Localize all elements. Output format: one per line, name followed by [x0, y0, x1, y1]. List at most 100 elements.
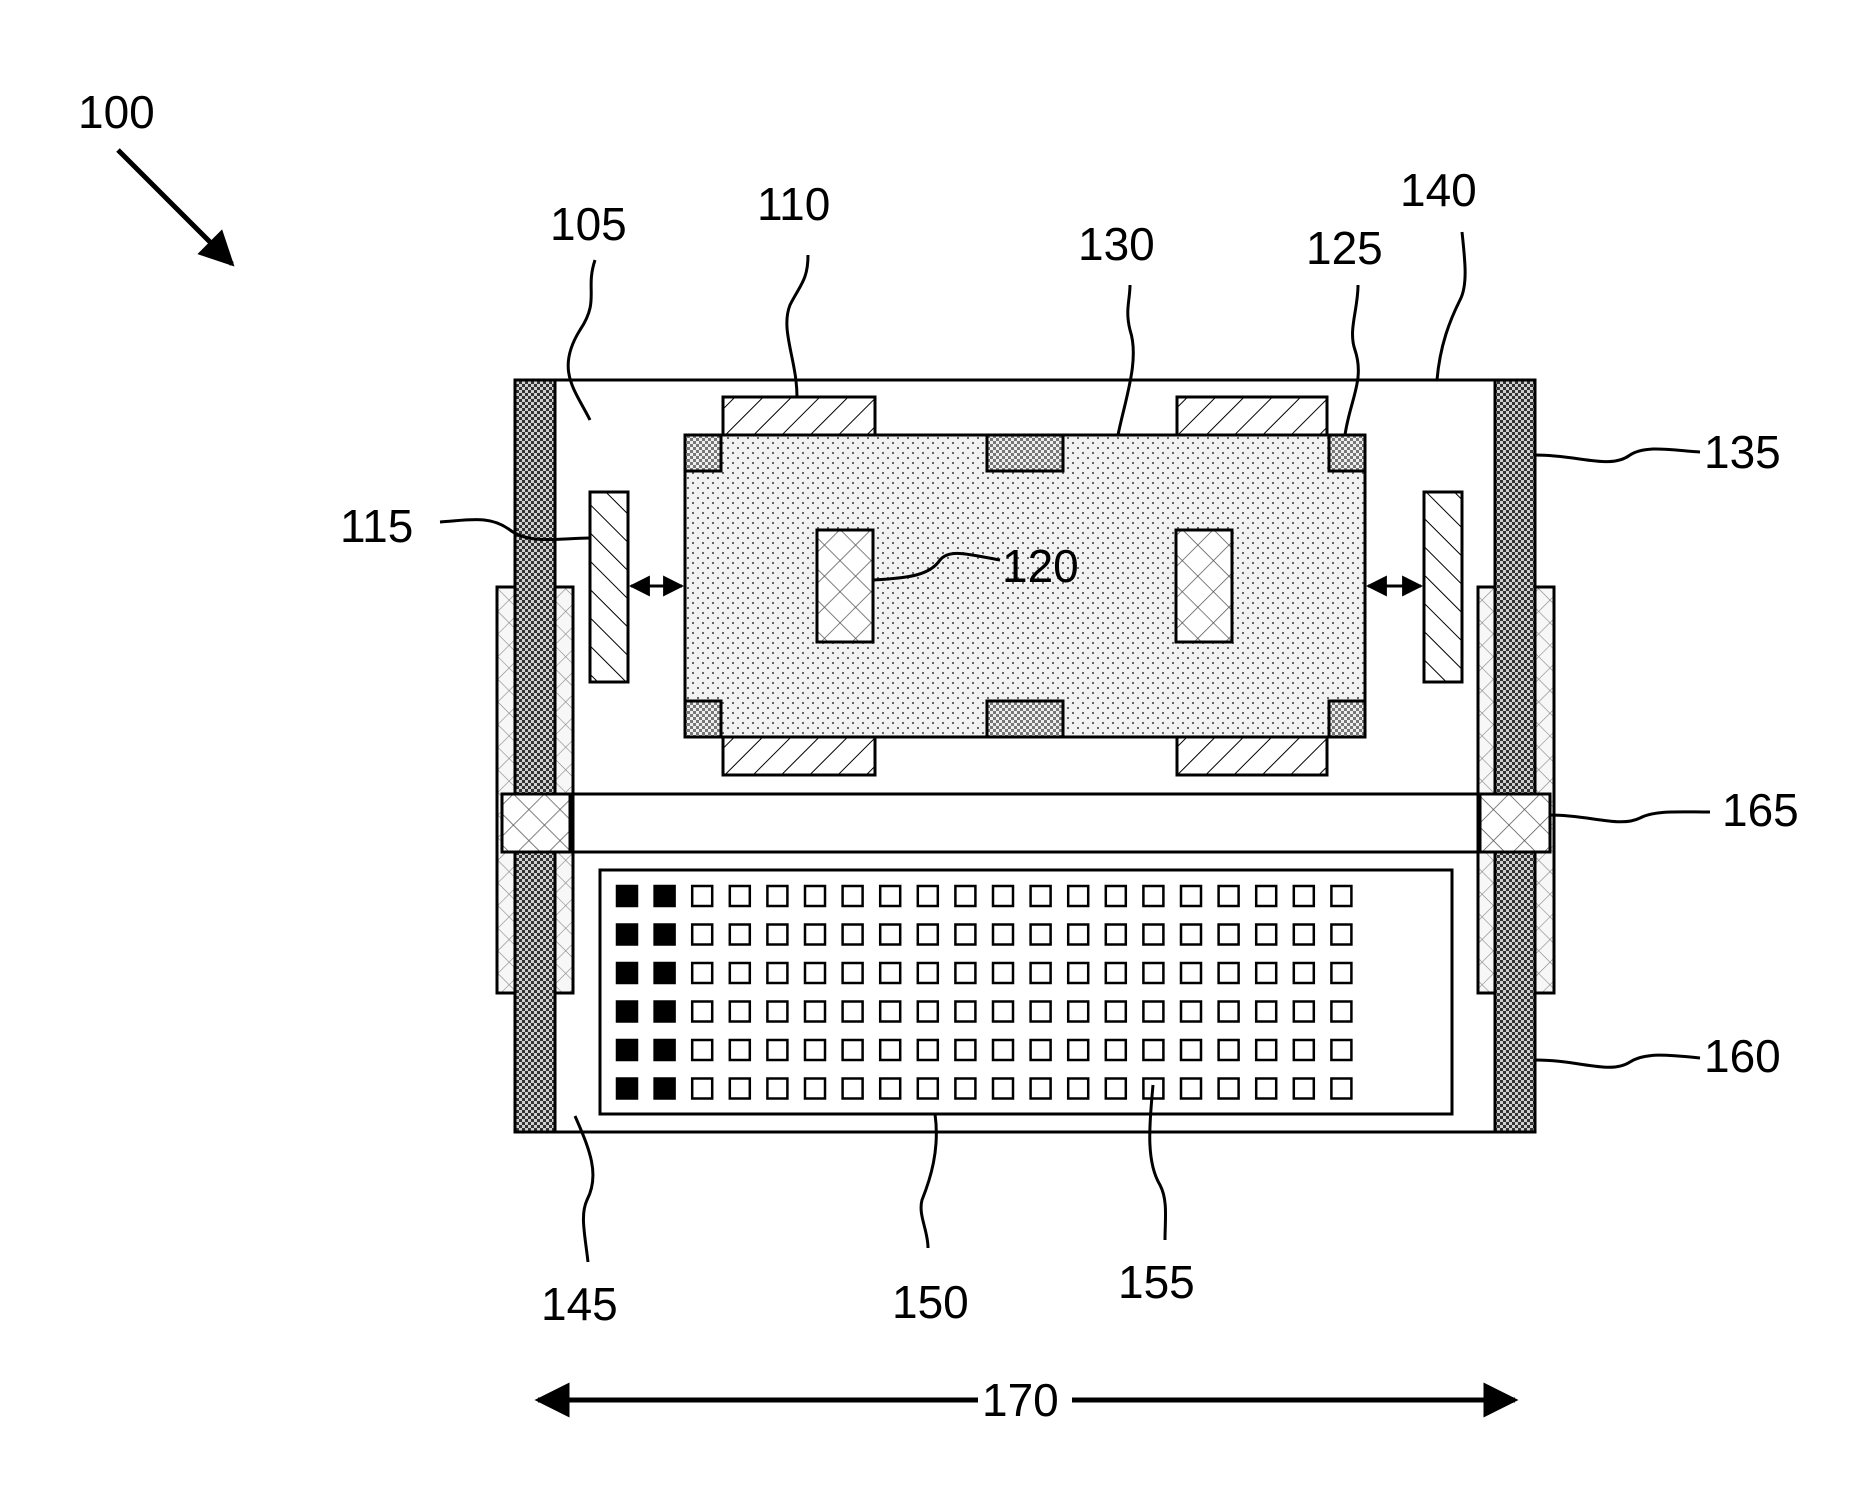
array-cell	[1143, 925, 1163, 945]
anchor-tr	[1329, 435, 1365, 471]
array-cell	[1331, 963, 1351, 983]
array-cell	[1219, 925, 1239, 945]
array-cell	[730, 1040, 750, 1060]
array-cell	[805, 925, 825, 945]
label-155: 155	[1118, 1256, 1195, 1308]
array-cell	[805, 1040, 825, 1060]
array-cell	[1068, 925, 1088, 945]
array-cell	[767, 925, 787, 945]
array-cell	[1143, 1002, 1163, 1022]
rail-left-lower	[515, 852, 555, 1132]
figure-pointer-arrow	[118, 150, 232, 264]
leader-165	[1550, 812, 1710, 822]
array-cell	[880, 1002, 900, 1022]
array-cell	[993, 925, 1013, 945]
array-cell	[1294, 886, 1314, 906]
label-130: 130	[1078, 218, 1155, 270]
array-cell	[880, 925, 900, 945]
array-cell	[955, 1079, 975, 1099]
array-cell	[993, 1002, 1013, 1022]
array-cell	[1031, 1079, 1051, 1099]
array-cell	[1256, 886, 1276, 906]
array-cell	[767, 1079, 787, 1099]
array-cell	[918, 886, 938, 906]
array-cell	[767, 1002, 787, 1022]
array-cell	[993, 1040, 1013, 1060]
electrode-right	[1176, 530, 1232, 642]
array-cell	[1031, 886, 1051, 906]
array-cell	[1256, 963, 1276, 983]
array-cell	[1331, 1002, 1351, 1022]
array-cell	[692, 1002, 712, 1022]
array-cell	[955, 1040, 975, 1060]
array-cell	[767, 1040, 787, 1060]
array-cell	[1106, 963, 1126, 983]
array-cell	[1143, 1040, 1163, 1060]
array-cell	[1219, 1079, 1239, 1099]
array-cell	[1331, 925, 1351, 945]
array-cell	[843, 1002, 863, 1022]
array-cell	[805, 963, 825, 983]
label-150: 150	[892, 1276, 969, 1328]
label-100: 100	[78, 86, 155, 138]
array-cell	[1143, 886, 1163, 906]
leader-150	[921, 1114, 936, 1248]
array-cell	[918, 1002, 938, 1022]
label-165: 165	[1722, 784, 1799, 836]
array-cell	[1256, 1079, 1276, 1099]
leader-160	[1535, 1055, 1700, 1067]
array-cell	[1068, 963, 1088, 983]
array-cell	[692, 925, 712, 945]
anchor-tl	[685, 435, 721, 471]
array-cell-filled	[655, 925, 675, 945]
array-cell	[1181, 1079, 1201, 1099]
array-frame	[600, 870, 1452, 1114]
array-cell-filled	[617, 963, 637, 983]
array-cell	[1294, 1002, 1314, 1022]
array-cell	[692, 1040, 712, 1060]
array-cell	[955, 886, 975, 906]
array-cell	[805, 1002, 825, 1022]
array-cell	[1068, 886, 1088, 906]
array-cell	[1106, 925, 1126, 945]
array-cell	[730, 925, 750, 945]
array-cell	[1294, 963, 1314, 983]
label-160: 160	[1704, 1030, 1781, 1082]
array-cell	[730, 963, 750, 983]
array-cell-filled	[617, 886, 637, 906]
array-cell	[1181, 963, 1201, 983]
leader-140	[1437, 232, 1465, 380]
array-cell	[1331, 1079, 1351, 1099]
array-cell	[1331, 1040, 1351, 1060]
label-110: 110	[757, 178, 830, 230]
array-cell	[918, 925, 938, 945]
electrode-left	[817, 530, 873, 642]
anchor-bm	[987, 701, 1063, 737]
array-cell	[1294, 925, 1314, 945]
array-cell	[955, 925, 975, 945]
array-cell	[880, 1079, 900, 1099]
array-cell	[805, 886, 825, 906]
pad-bottom-left	[723, 737, 875, 775]
label-145: 145	[541, 1278, 618, 1330]
array-cell	[955, 1002, 975, 1022]
array-cell	[843, 1079, 863, 1099]
label-105: 105	[550, 198, 627, 250]
array-cell	[1106, 1079, 1126, 1099]
array-cell	[692, 886, 712, 906]
array-cell	[993, 1079, 1013, 1099]
array-cell	[1331, 886, 1351, 906]
label-135: 135	[1704, 426, 1781, 478]
label-125: 125	[1306, 222, 1383, 274]
leader-110	[787, 255, 808, 397]
array-cell	[918, 963, 938, 983]
array-cell	[730, 886, 750, 906]
array-cell	[843, 1040, 863, 1060]
array-cell	[1219, 1040, 1239, 1060]
array-cell-filled	[617, 925, 637, 945]
rail-right-upper	[1495, 380, 1535, 794]
array-cell-filled	[655, 1002, 675, 1022]
array-cell	[1068, 1079, 1088, 1099]
array-cell	[1256, 925, 1276, 945]
array-cell	[993, 886, 1013, 906]
